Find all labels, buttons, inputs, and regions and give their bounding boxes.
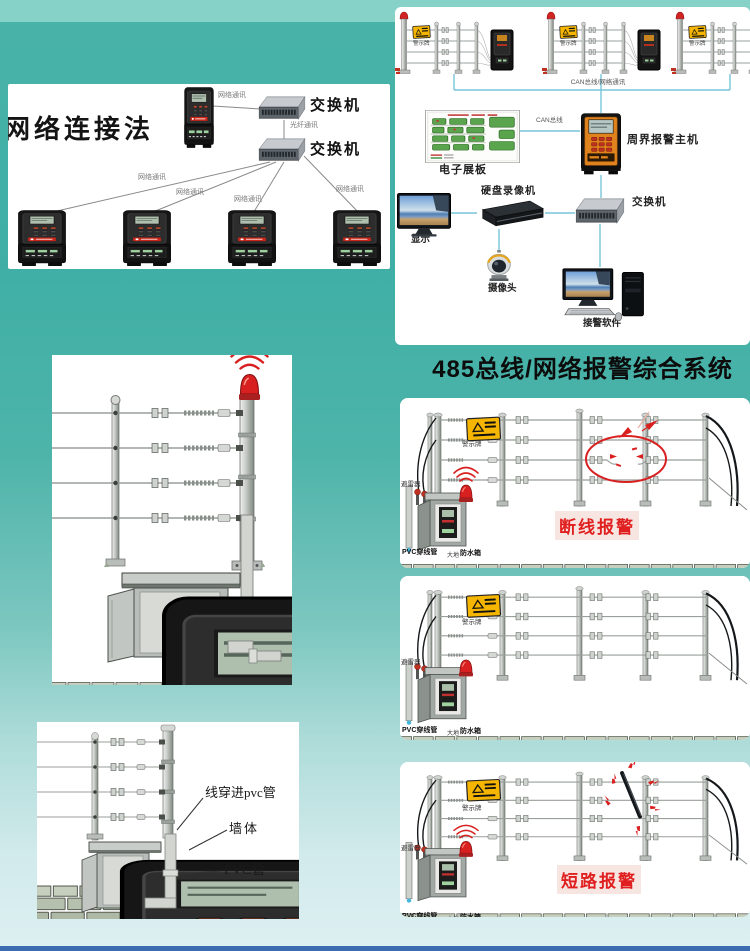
pvc-conduit-label: PVC穿线管 xyxy=(402,727,438,734)
fence-scene-graphic xyxy=(400,398,750,568)
switch-label-top: 交换机 xyxy=(310,97,362,114)
ground-label: 大地 xyxy=(447,553,460,559)
network-link-label: 网络通讯 xyxy=(138,174,166,181)
camera-label: 摄像头 xyxy=(488,283,517,294)
switch-label: 交换机 xyxy=(632,196,667,208)
wire-into-pvc-label: 线穿进pvc管 xyxy=(205,785,276,800)
pvc-conduit-label: PVC穿线管 xyxy=(402,549,438,556)
ground-label: 大地 xyxy=(447,731,460,737)
fence-scene-graphic xyxy=(400,576,750,740)
alarm-host-device xyxy=(16,210,68,267)
warning-sign-label: 警示牌 xyxy=(413,41,430,47)
arrester-label: 避雷器 xyxy=(401,481,421,488)
fiber-link-label: 光纤通讯 xyxy=(290,122,318,129)
perimeter-host-label: 周界报警主机 xyxy=(627,134,699,146)
network-link-label: 网络通讯 xyxy=(218,92,246,99)
electronic-display-board xyxy=(425,110,520,163)
alarm-host-device xyxy=(121,210,173,267)
warning-sign-label: 警示牌 xyxy=(462,805,482,812)
perimeter-alarm-host-device xyxy=(580,113,622,175)
waterproof-box-label: 防水箱 xyxy=(460,914,481,917)
short-circuit-alarm-scene: 警示牌 避雷器 PVC穿线管 大地 防水箱 短路报警 xyxy=(400,762,750,917)
dvr-label: 硬盘录像机 xyxy=(481,186,536,197)
alarm-software-computer xyxy=(561,267,653,323)
network-link-label: 网络通讯 xyxy=(176,189,204,196)
alarm-host-device xyxy=(183,87,215,149)
fence-installation-graphic xyxy=(52,355,292,685)
fence-installation-panel xyxy=(52,355,292,685)
system-title: 485总线/网络报警综合系统 xyxy=(432,356,733,383)
network-switch-device xyxy=(575,198,625,224)
network-link-label: 网络通讯 xyxy=(234,196,262,203)
waterproof-box-label: 防水箱 xyxy=(460,728,481,735)
network-switch-device xyxy=(258,96,306,120)
arrester-label: 避雷器 xyxy=(401,845,421,852)
pvc-conduit-label: PVC穿线管 xyxy=(402,913,438,917)
display-monitor xyxy=(397,193,451,237)
alarm-software-label: 接警软件 xyxy=(583,318,622,329)
warning-sign-label: 警示牌 xyxy=(462,619,482,626)
waterproof-box-label: 防水箱 xyxy=(460,550,481,557)
display-board-label: 电子展板 xyxy=(439,164,487,176)
display-label: 显示 xyxy=(411,234,431,245)
broken-wire-alarm-badge: 断线报警 xyxy=(555,511,639,540)
can-bus-label: CAN总线 xyxy=(536,117,563,124)
short-circuit-alarm-badge: 短路报警 xyxy=(557,865,641,894)
warning-sign-label: 警示牌 xyxy=(462,441,482,448)
decor-bottom-bar xyxy=(0,946,750,951)
system-diagram-graphic xyxy=(395,7,750,345)
alarm-host-device xyxy=(331,210,383,267)
dome-camera xyxy=(483,250,515,284)
network-connection-panel: 网络连接法 网络通讯 光纤通讯 交换机 交换机 网络通讯 网络通讯 网络通讯 网… xyxy=(8,84,390,269)
pvc-pipe-label: PVC管 xyxy=(224,863,266,878)
pvc-pipe-graphic xyxy=(37,722,299,919)
normal-fence-scene: 警示牌 避雷器 PVC穿线管 大地 防水箱 xyxy=(400,576,750,740)
alarm-host-device xyxy=(226,210,278,267)
broken-wire-alarm-scene: 警示牌 避雷器 PVC穿线管 大地 防水箱 断线报警 xyxy=(400,398,750,568)
dvr-device xyxy=(477,199,545,229)
can-bus-network-label: CAN总线/网络通讯 xyxy=(570,79,626,86)
network-switch-device xyxy=(258,138,306,162)
pvc-pipe-panel: 线穿进pvc管 墙体 PVC管 xyxy=(37,722,299,919)
wall-label: 墙体 xyxy=(229,821,260,836)
arrester-label: 避雷器 xyxy=(401,659,421,666)
network-connection-lines xyxy=(8,84,390,269)
warning-sign-label: 警示牌 xyxy=(689,41,706,47)
switch-label-bottom: 交换机 xyxy=(310,141,362,158)
network-panel-title: 网络连接法 xyxy=(8,114,155,144)
alarm-system-panel: 警示牌 警示牌 警示牌 CAN总线/网络通讯 CAN总线 电子展板 周界报警主机… xyxy=(395,7,750,345)
warning-sign-label: 警示牌 xyxy=(560,41,577,47)
network-link-label: 网络通讯 xyxy=(336,186,364,193)
